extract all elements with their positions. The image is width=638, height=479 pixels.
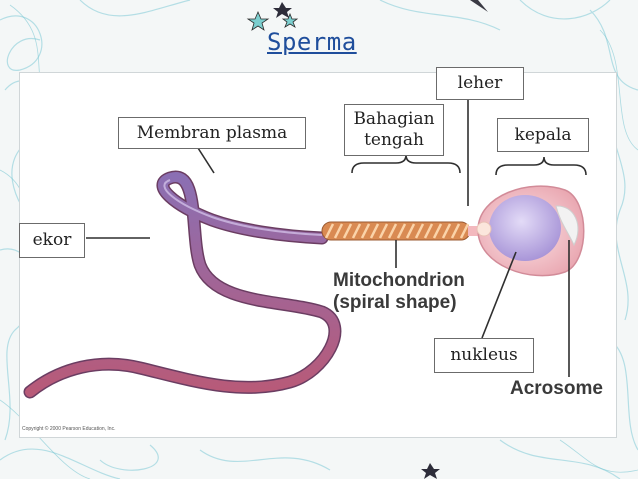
head [477, 186, 584, 275]
annotation-mitochondrion-line1: Mitochondrion [333, 270, 465, 292]
centriole [477, 222, 491, 236]
annotation-mitochondrion-line2: (spiral shape) [333, 292, 465, 314]
annotation-acrosome: Acrosome [510, 378, 603, 400]
nucleus [489, 195, 561, 261]
label-bahagian-tengah: Bahagian tengah [344, 104, 444, 156]
label-membran-plasma: Membran plasma [118, 117, 306, 149]
label-ekor: ekor [19, 223, 85, 258]
label-bahagian-tengah-line1: Bahagian [345, 109, 443, 130]
midpiece [322, 222, 470, 240]
tail [30, 177, 335, 392]
annotation-mitochondrion: Mitochondrion (spiral shape) [333, 270, 465, 314]
label-kepala: kepala [497, 118, 589, 152]
label-bahagian-tengah-line2: tengah [345, 130, 443, 151]
label-leher: leher [436, 67, 524, 100]
label-nukleus: nukleus [434, 338, 534, 373]
copyright-text: Copyright © 2000 Pearson Education, Inc. [22, 426, 115, 432]
